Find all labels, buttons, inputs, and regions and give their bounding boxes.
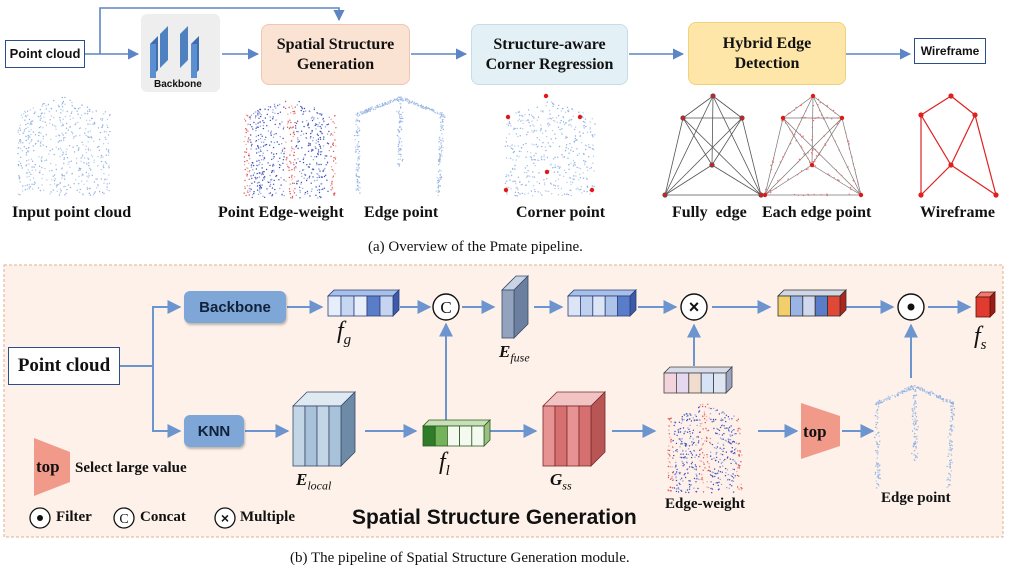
edge-point-label: Edge point [881, 490, 951, 506]
top-filter-shape [801, 403, 840, 459]
gss-block [542, 391, 606, 467]
legend-concat-icon: C [113, 507, 135, 529]
edge-weight-cloud-image [667, 403, 743, 494]
legend-filter-label: Filter [56, 509, 92, 525]
figure-caption-b: (b) The pipeline of Spatial Structure Ge… [290, 550, 630, 566]
backbone-icon [141, 14, 220, 92]
top-filter-label: top [803, 422, 827, 441]
ssg-title: Spatial Structure Generation [352, 506, 637, 529]
edge-weight-label: Edge-weight [665, 496, 745, 512]
caption-input-point-cloud: Input point cloud [12, 204, 132, 221]
input-point-cloud-box: Point cloud [5, 40, 85, 68]
caption-each-edge-point: Each edge point [762, 204, 872, 221]
gss-label: Gss [550, 470, 572, 493]
fg-label: fg [337, 318, 352, 348]
bottom-arrows [120, 300, 972, 438]
efuse-label: Efuse [499, 342, 530, 365]
fg-feature-bar [327, 289, 400, 317]
caption-edge-point: Edge point [364, 204, 439, 221]
edge-weight-bar [663, 366, 733, 394]
svg-text:×: × [689, 297, 700, 317]
caption-fully-edge: Fully edge [672, 204, 747, 221]
elocal-block [292, 391, 356, 467]
top-arrows [84, 7, 912, 60]
concat-op: C [432, 293, 460, 321]
corner-regression-box: Structure-aware Corner Regression [471, 24, 628, 85]
caption-corner-point: Corner point [516, 204, 606, 221]
backbone-module: Backbone [184, 291, 286, 323]
edge-point-cloud-image [874, 385, 956, 489]
wireframe-image [918, 93, 999, 198]
input-point-cloud-image [17, 96, 111, 196]
caption-point-edge-weight: Point Edge-weight [218, 204, 344, 221]
figure-caption-a: (a) Overview of the Pmate pipeline. [368, 239, 583, 255]
point-edge-weight-image [243, 100, 337, 199]
spatial-structure-generation-box: Spatial Structure Generation [261, 24, 410, 85]
legend-top-shape [34, 438, 70, 496]
multiply-op: × [680, 293, 708, 321]
knn-module: KNN [184, 415, 244, 447]
efuse-block [501, 275, 529, 339]
legend-concat-label: Concat [140, 509, 186, 525]
legend-multiple-icon: × [214, 507, 236, 529]
edge-point-image [354, 96, 446, 197]
caption-wireframe: Wireframe [920, 204, 995, 221]
legend-top-label: top [36, 457, 60, 476]
fs-label: fs [974, 323, 987, 353]
legend-filter-icon [29, 507, 51, 529]
elocal-label: Elocal [296, 470, 332, 493]
fully-edge-image [662, 93, 764, 198]
svg-text:×: × [221, 510, 229, 526]
fl-feature-bar [422, 419, 491, 447]
legend-top-desc: Select large value [75, 460, 187, 476]
filter-op [897, 293, 925, 321]
svg-text:C: C [119, 512, 128, 527]
point-cloud-input-box: Point cloud [8, 347, 120, 385]
legend-multiple-label: Multiple [240, 509, 295, 525]
fused-feature-bar [567, 289, 637, 317]
corner-point-image [503, 93, 596, 197]
svg-text:C: C [440, 298, 451, 317]
fl-label: fl [439, 449, 450, 479]
wireframe-output-box: Wireframe [914, 38, 986, 64]
fs-feature-cube [975, 291, 996, 318]
each-edge-point-image [762, 93, 864, 198]
weighted-feature-bar [777, 289, 847, 317]
hybrid-edge-detection-box: Hybrid Edge Detection [688, 22, 846, 85]
backbone-label: Backbone [154, 79, 202, 90]
